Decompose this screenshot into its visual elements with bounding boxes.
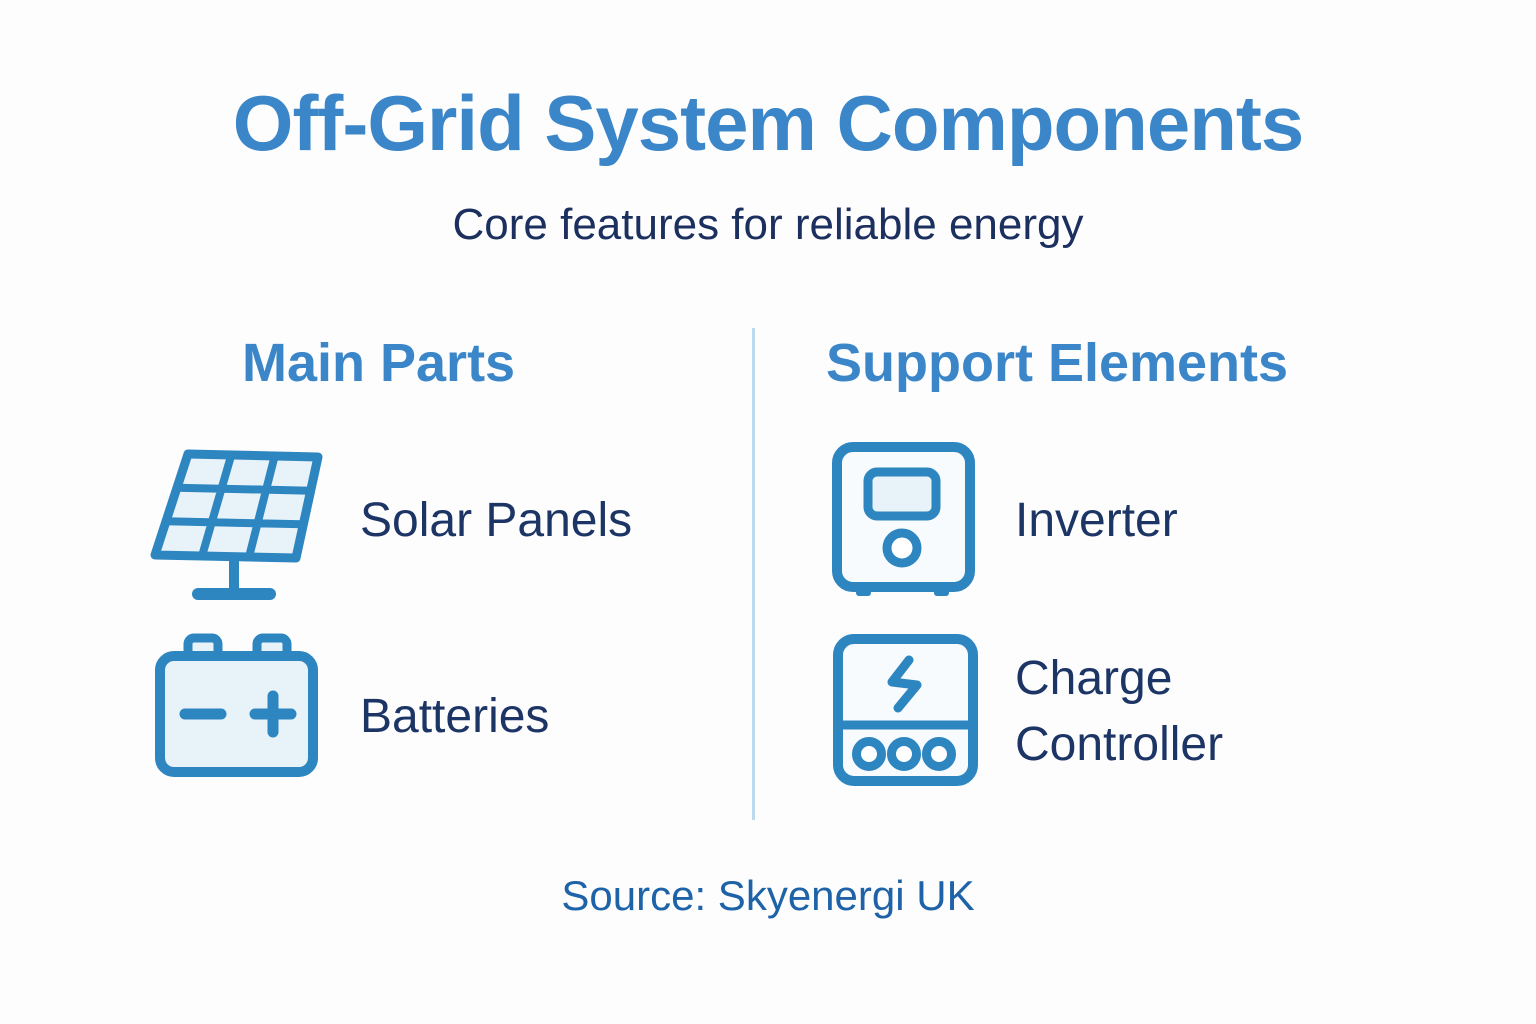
- column-heading-support-elements: Support Elements: [826, 333, 1289, 393]
- solar-panel-icon: [146, 442, 326, 612]
- item-label-batteries: Batteries: [360, 690, 550, 743]
- column-heading-main-parts: Main Parts: [242, 333, 516, 393]
- item-label-solar-panels: Solar Panels: [360, 494, 633, 547]
- page-title: Off-Grid System Components: [232, 79, 1304, 167]
- column-divider: [752, 328, 755, 820]
- charge-controller-icon: [833, 634, 978, 786]
- source-attribution: Source: Skyenergi UK: [561, 872, 975, 919]
- item-label-inverter: Inverter: [1015, 494, 1178, 547]
- battery-icon: [155, 630, 320, 780]
- item-label-charge-controller: Charge Controller: [1015, 652, 1224, 772]
- page-subtitle: Core features for reliable energy: [452, 200, 1084, 249]
- inverter-icon: [832, 442, 977, 602]
